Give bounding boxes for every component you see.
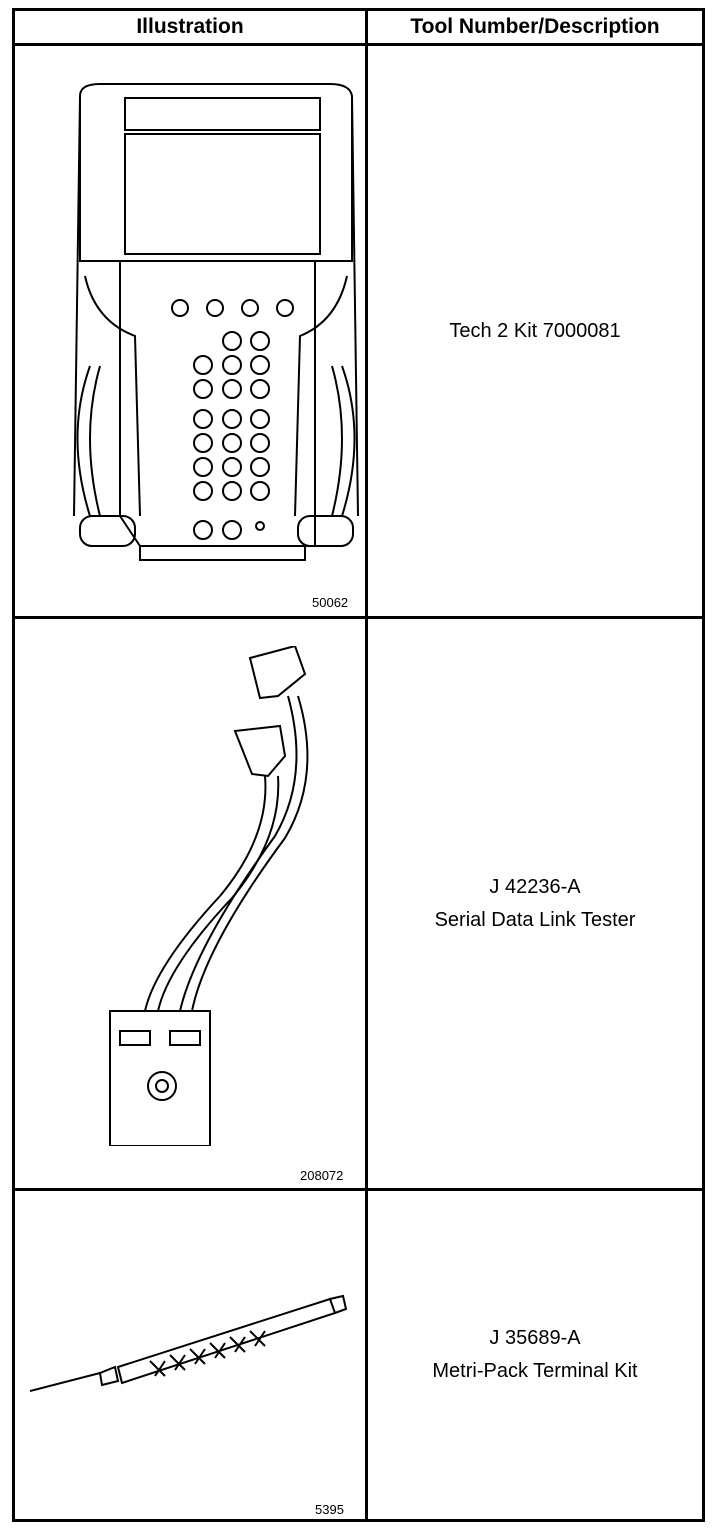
row-divider-2: [15, 1188, 702, 1191]
figure-number: 5395: [315, 1502, 344, 1517]
tool-line-1: J 42236-A: [489, 875, 581, 898]
tool-line-1: J 35689-A: [489, 1327, 581, 1349]
tool-description-1: Tech 2 Kit 7000081: [368, 46, 702, 616]
tool-line-2: Metri-Pack Terminal Kit: [432, 1360, 638, 1382]
tech2-scan-tool-illustration: [60, 76, 360, 571]
tool-description-3: J 35689-A Metri-Pack Terminal Kit: [368, 1191, 702, 1519]
figure-number: 208072: [300, 1168, 344, 1183]
header-tool-description: Tool Number/Description: [410, 15, 660, 38]
column-divider: [365, 11, 368, 1519]
tool-line-2: Serial Data Link Tester: [434, 908, 636, 931]
metri-pack-terminal-tool-illustration: [30, 1291, 350, 1401]
serial-data-link-tester-illustration: [100, 646, 330, 1146]
tool-line-1: Tech 2 Kit 7000081: [449, 319, 621, 342]
tool-description-2: J 42236-A Serial Data Link Tester: [368, 619, 702, 1188]
row-divider-1: [15, 616, 702, 619]
figure-number: 50062: [312, 595, 349, 610]
tool-table: Illustration Tool Number/Description: [12, 8, 705, 1522]
header-divider: [15, 43, 702, 46]
header-illustration: Illustration: [136, 15, 244, 38]
